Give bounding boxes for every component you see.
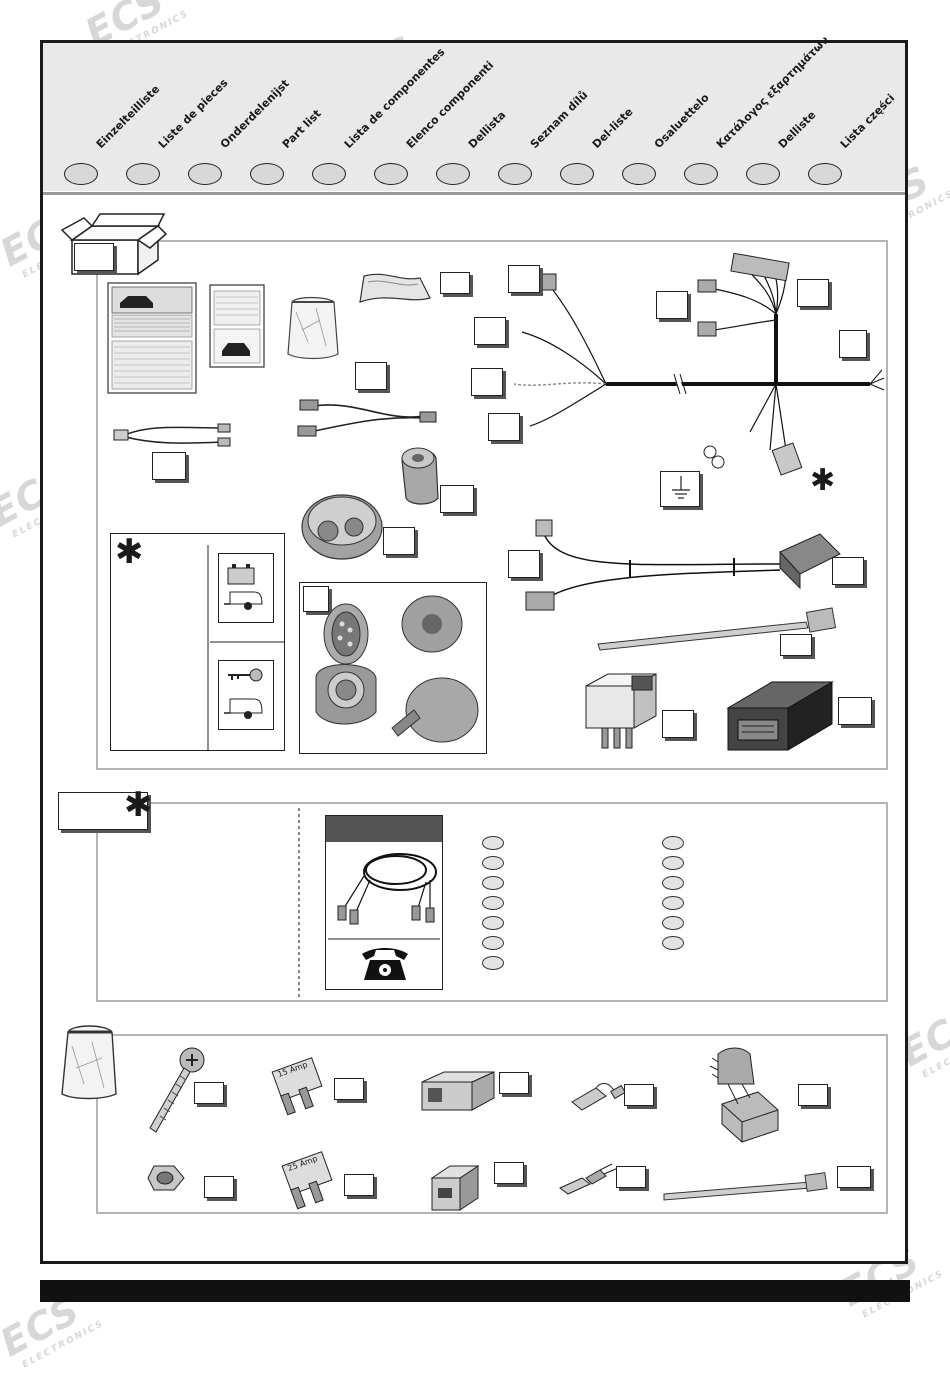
rubber-grommet-icon [401, 447, 439, 505]
lang-oval [498, 163, 532, 185]
key-icon [224, 668, 263, 719]
extra-kit-label-box [58, 792, 148, 830]
bolt-icon [149, 1047, 205, 1133]
card-divider [328, 938, 440, 940]
lang-oval [126, 163, 160, 185]
asterisk-icon: ✱ [124, 785, 153, 825]
part-number-box [508, 265, 540, 293]
battery-icon [224, 564, 263, 610]
option-oval [662, 936, 684, 950]
option-oval [482, 916, 504, 930]
box-part-number [74, 243, 114, 271]
header-divider [43, 192, 905, 195]
nut-icon [147, 1165, 185, 1191]
part-number-box [474, 317, 506, 345]
earth-cable-pair-icon [297, 399, 437, 437]
footer-bar [40, 1280, 910, 1302]
option-oval [482, 896, 504, 910]
dashed-divider [298, 808, 300, 998]
part-number-box [334, 1078, 364, 1100]
option-oval [662, 856, 684, 870]
part-number-box [344, 1174, 374, 1196]
lang-oval [746, 163, 780, 185]
asterisk-icon: ✱ [810, 463, 836, 498]
extension-harness-icon [525, 519, 841, 611]
part-number-box [204, 1176, 234, 1198]
part-number-box [355, 362, 387, 390]
part-number-box [797, 279, 829, 307]
part-number-box [656, 291, 688, 319]
lang-oval [188, 163, 222, 185]
control-module-icon [726, 681, 834, 751]
lang-oval [622, 163, 656, 185]
cleaning-tissue-icon [359, 273, 431, 303]
part-number-box [839, 330, 867, 358]
option-oval [662, 836, 684, 850]
fuse-15a-icon [271, 1057, 323, 1116]
part-number-box [616, 1166, 646, 1188]
lang-oval [436, 163, 470, 185]
option-oval [482, 876, 504, 890]
fuse-25a-icon [281, 1151, 333, 1210]
divider-line [207, 545, 209, 750]
vehicle-manual-icon [209, 284, 265, 368]
option-oval [482, 956, 504, 970]
part-number-box [303, 586, 329, 612]
lang-oval [808, 163, 842, 185]
small-cable-tie-icon [663, 1172, 828, 1201]
plug-housing-icon [430, 1165, 480, 1211]
part-number-box [624, 1084, 654, 1106]
panel-divider-line [210, 641, 284, 643]
socket-mounting-plate-icon [301, 494, 383, 560]
13-pin-socket-icon [315, 595, 479, 743]
connector-housing-icon [421, 1071, 495, 1111]
ground-symbol-icon [672, 476, 690, 499]
part-number-box [780, 634, 812, 656]
part-number-box [440, 272, 470, 294]
lang-oval [374, 163, 408, 185]
option-oval [482, 936, 504, 950]
coiled-cable-icon [337, 853, 437, 925]
lang-oval [250, 163, 284, 185]
part-number-box [837, 1166, 871, 1188]
part-number-box [662, 710, 694, 738]
part-number-box [488, 413, 520, 441]
part-number-box [838, 697, 872, 725]
part-number-box [494, 1162, 524, 1184]
part-number-box [508, 550, 540, 578]
part-number-box [383, 527, 415, 555]
part-number-box [152, 452, 186, 480]
round-terminal-icon [559, 1163, 619, 1195]
cable-tie-icon [597, 607, 837, 651]
asterisk-icon: ✱ [115, 532, 144, 572]
parts-bag-icon [61, 1025, 117, 1100]
part-number-box [832, 557, 864, 585]
telephone-icon [362, 948, 408, 980]
option-oval [662, 876, 684, 890]
instruction-manual-icon [107, 282, 197, 394]
lang-oval [312, 163, 346, 185]
relay-icon [585, 673, 657, 749]
flat-terminal-icon [571, 1083, 626, 1111]
part-number-box [440, 485, 474, 513]
option-oval [662, 916, 684, 930]
ground-symbol-box [660, 471, 700, 507]
part-number-box [798, 1084, 828, 1106]
lang-oval [684, 163, 718, 185]
part-number-box [499, 1072, 529, 1094]
phone-harness-card-header [326, 816, 442, 842]
part-number-box [471, 368, 503, 396]
option-oval [482, 836, 504, 850]
wiring-harness-icon [513, 252, 885, 476]
cable-with-connectors-icon [113, 423, 231, 447]
splice-connector-icon [709, 1047, 779, 1143]
lang-oval [64, 163, 98, 185]
option-oval [482, 856, 504, 870]
part-number-box [194, 1082, 224, 1104]
small-parts-bag-icon [287, 296, 339, 360]
option-oval [662, 896, 684, 910]
lang-oval [560, 163, 594, 185]
